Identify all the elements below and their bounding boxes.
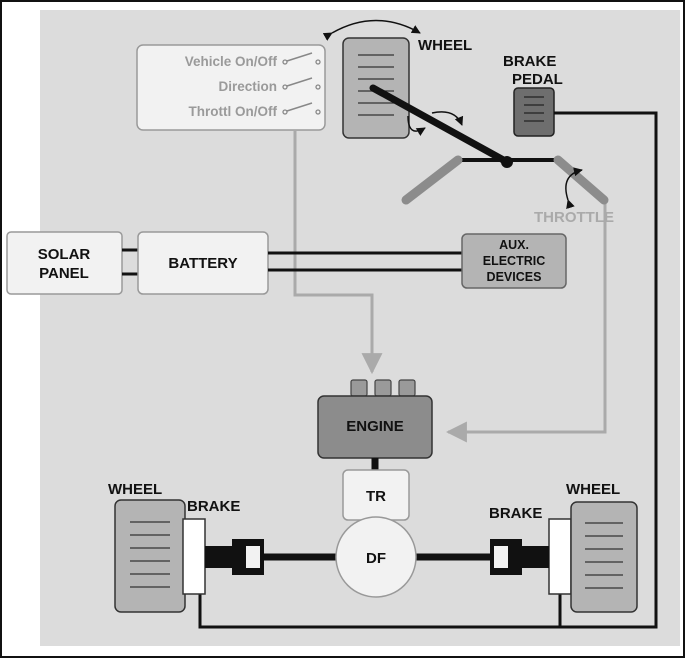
left-axle-coupling (205, 539, 264, 575)
brake-pedal[interactable] (513, 87, 555, 137)
linkage-pivot (501, 156, 513, 168)
brake-pedal-label-1: BRAKE (503, 53, 556, 70)
aux-label-3: DEVICES (487, 270, 542, 284)
brake-pedal-label-2: PEDAL (512, 71, 563, 88)
differential: DF (335, 516, 417, 598)
differential-label: DF (366, 550, 386, 567)
battery-label: BATTERY (168, 255, 237, 272)
switch-vehicle[interactable] (282, 52, 321, 65)
aux-electric-devices: AUX. ELECTRIC DEVICES (461, 233, 567, 289)
right-axle-coupling (490, 539, 549, 575)
left-wheel (114, 499, 186, 613)
aux-label-1: AUX. (499, 238, 529, 252)
brake-line (198, 111, 658, 629)
steering-column (369, 84, 511, 166)
left-wheel-label: WHEEL (108, 481, 162, 498)
left-brake (182, 518, 206, 595)
switch-direction[interactable] (282, 77, 321, 90)
right-brake (548, 518, 572, 595)
solar-panel: SOLAR PANEL (6, 231, 123, 295)
solar-panel-label-1: SOLAR (38, 246, 91, 263)
left-brake-label: BRAKE (187, 498, 240, 515)
throttle-rotation-arrow (565, 167, 583, 210)
control-signal-line (293, 130, 383, 375)
transmission: TR (342, 469, 410, 521)
aux-label-2: ELECTRIC (483, 254, 546, 268)
solar-panel-label-2: PANEL (39, 265, 89, 282)
switch-throttle[interactable] (282, 102, 321, 115)
switch-label-throttle: Throttl On/Off (189, 104, 278, 119)
right-wheel (570, 501, 638, 613)
right-wheel-label: WHEEL (566, 481, 620, 498)
column-rotation-arrow (407, 115, 426, 136)
transmission-label: TR (366, 488, 386, 505)
switch-label-direction: Direction (218, 79, 277, 94)
switch-panel: Vehicle On/Off Direction Throttl On/Off (136, 44, 326, 131)
wheel-rotation-arrow (322, 19, 421, 41)
throttle-label: THROTTLE (534, 209, 614, 226)
right-brake-label: BRAKE (489, 505, 542, 522)
steering-wheel-label: WHEEL (418, 37, 472, 54)
battery: BATTERY (137, 231, 269, 295)
switch-label-vehicle: Vehicle On/Off (185, 54, 278, 69)
linkage-left-arm (401, 155, 463, 205)
column-rotation-arrow-2 (431, 111, 464, 126)
engine-label: ENGINE (346, 418, 404, 435)
